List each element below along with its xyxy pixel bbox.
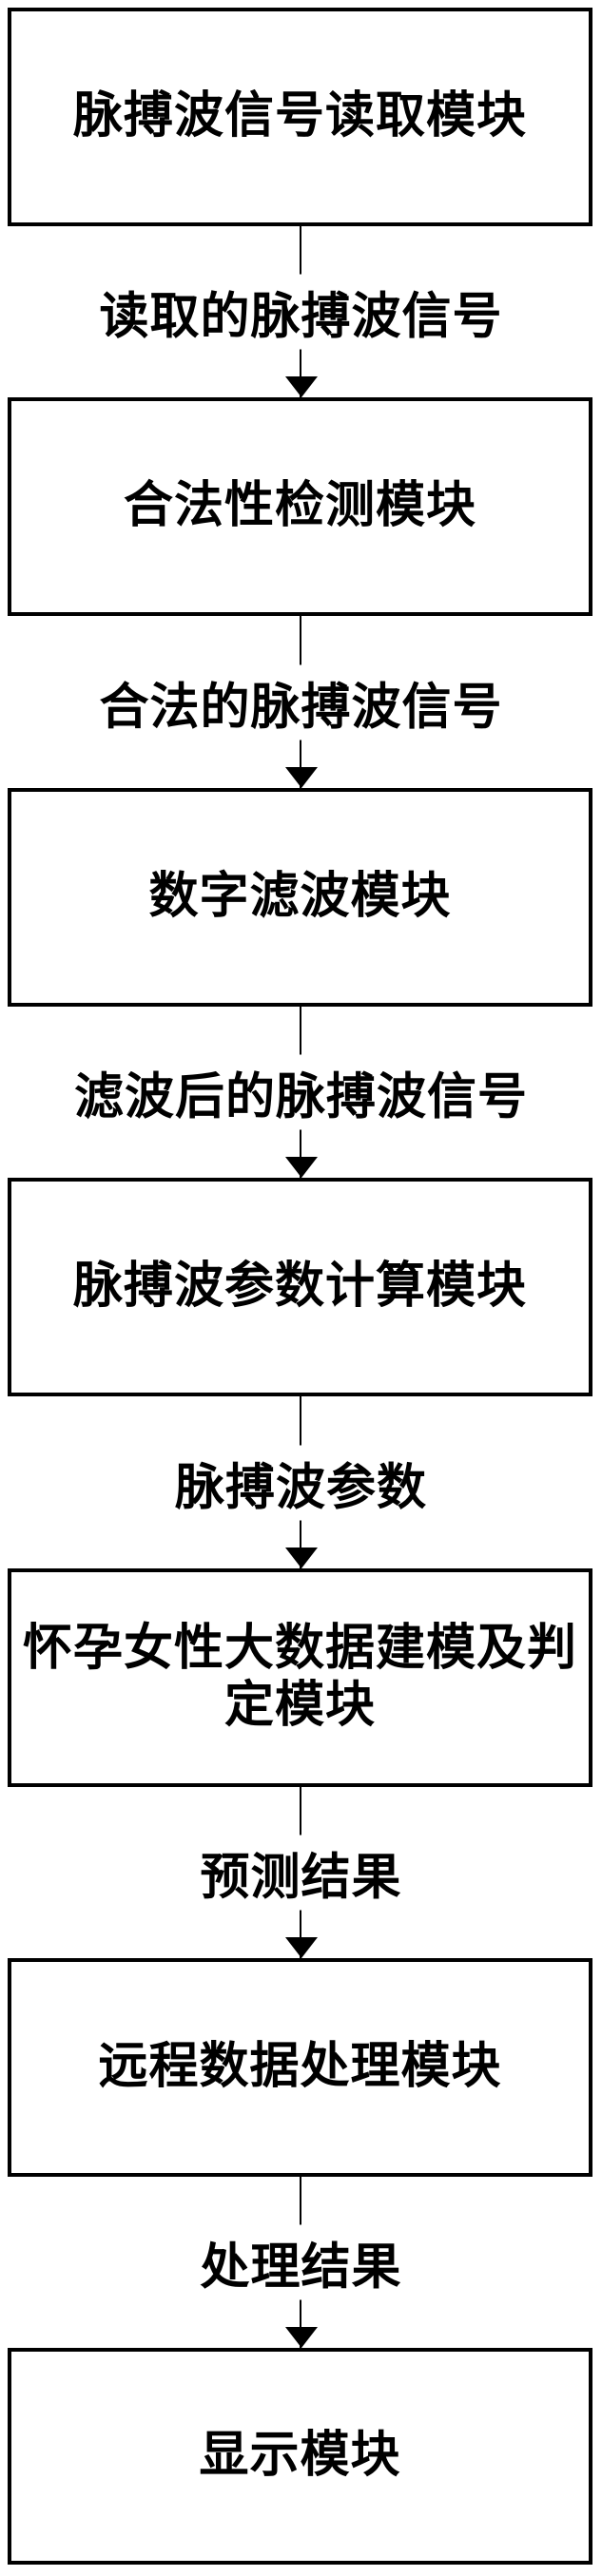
node-pulse-wave-parameter-calculation-module: 脉搏波参数计算模块	[8, 1178, 592, 1396]
arrow-down-icon	[284, 1548, 318, 1568]
edge-prediction-result: 预测结果	[0, 1787, 602, 1958]
node-label: 脉搏波参数计算模块	[72, 1259, 527, 1315]
node-label: 合法性检测模块	[123, 478, 476, 534]
edge-filtered-signal: 滤波后的脉搏波信号	[0, 1007, 602, 1178]
edge-label: 合法的脉搏波信号	[91, 664, 511, 740]
node-label: 远程数据处理模块	[98, 2039, 502, 2095]
node-pregnant-women-big-data-modeling-judgment-module: 怀孕女性大数据建模及判 定模块	[8, 1568, 592, 1787]
edge-label: 滤波后的脉搏波信号	[66, 1054, 536, 1130]
arrow-down-icon	[284, 1937, 318, 1958]
arrow-down-icon	[284, 767, 318, 788]
arrow-down-icon	[284, 376, 318, 397]
arrow-down-icon	[284, 2327, 318, 2348]
node-digital-filtering-module: 数字滤波模块	[8, 788, 592, 1007]
edge-label: 读取的脉搏波信号	[91, 274, 511, 350]
node-label: 脉搏波信号读取模块	[72, 88, 527, 144]
edge-processing-result: 处理结果	[0, 2177, 602, 2348]
node-display-module: 显示模块	[8, 2348, 592, 2565]
edge-label: 脉搏波参数	[166, 1445, 436, 1520]
node-pulse-wave-signal-reading-module: 脉搏波信号读取模块	[8, 8, 592, 226]
node-label: 数字滤波模块	[148, 869, 452, 925]
edge-label: 预测结果	[192, 1835, 410, 1911]
edge-label: 处理结果	[192, 2224, 410, 2300]
node-label: 显示模块	[199, 2428, 401, 2484]
edge-read-signal: 读取的脉搏波信号	[0, 226, 602, 397]
node-label: 怀孕女性大数据建模及判 定模块	[22, 1621, 577, 1733]
edge-pulse-wave-parameters: 脉搏波参数	[0, 1396, 602, 1568]
arrow-down-icon	[284, 1157, 318, 1178]
node-remote-data-processing-module: 远程数据处理模块	[8, 1958, 592, 2177]
edge-legal-signal: 合法的脉搏波信号	[0, 616, 602, 788]
node-legality-detection-module: 合法性检测模块	[8, 397, 592, 616]
